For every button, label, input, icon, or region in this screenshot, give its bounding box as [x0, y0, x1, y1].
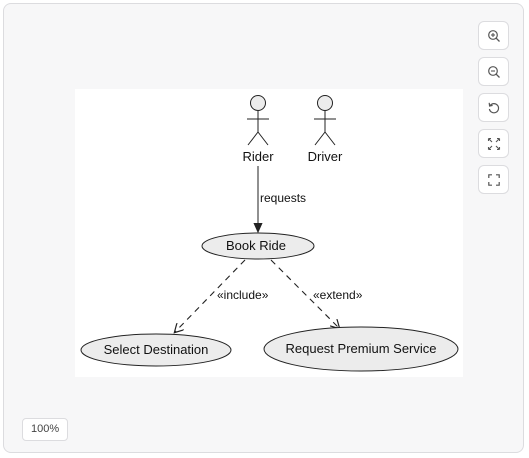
zoom-out-button[interactable]: [478, 57, 509, 86]
rotate-ccw-icon: [488, 102, 499, 113]
relation-include: «include»: [175, 259, 269, 332]
zoom-in-button[interactable]: [478, 21, 509, 50]
use-case-select-destination[interactable]: Select Destination: [80, 333, 232, 367]
use-case-request-premium-label: Request Premium Service: [286, 341, 437, 356]
actor-driver[interactable]: Driver: [308, 95, 343, 165]
use-case-diagram: Rider Driver requests «include»: [80, 95, 459, 372]
actor-rider[interactable]: Rider: [242, 95, 274, 165]
relation-include-label: «include»: [217, 288, 269, 302]
zoom-out-icon: [487, 65, 500, 78]
zoom-level-indicator[interactable]: 100%: [22, 418, 69, 441]
relation-extend-label: «extend»: [313, 288, 363, 302]
viewer-toolbar: [478, 21, 509, 194]
fit-to-screen-button[interactable]: [478, 129, 509, 158]
fullscreen-button[interactable]: [478, 165, 509, 194]
fit-to-screen-icon: [487, 137, 500, 150]
diagram-canvas: Rider Driver requests «include»: [75, 89, 463, 377]
actor-driver-label: Driver: [308, 149, 343, 164]
zoom-in-icon: [487, 29, 500, 42]
diagram-viewer: Rider Driver requests «include»: [3, 3, 524, 453]
relation-extend: «extend»: [270, 259, 363, 328]
relation-requests: requests: [258, 166, 306, 231]
use-case-select-destination-label: Select Destination: [104, 342, 209, 357]
reset-view-button[interactable]: [478, 93, 509, 122]
actor-rider-label: Rider: [242, 149, 274, 164]
relation-requests-label: requests: [260, 191, 306, 205]
use-case-book-ride[interactable]: Book Ride: [201, 232, 315, 260]
use-case-book-ride-label: Book Ride: [226, 238, 286, 253]
use-case-request-premium[interactable]: Request Premium Service: [263, 326, 459, 372]
fullscreen-icon: [487, 173, 500, 186]
